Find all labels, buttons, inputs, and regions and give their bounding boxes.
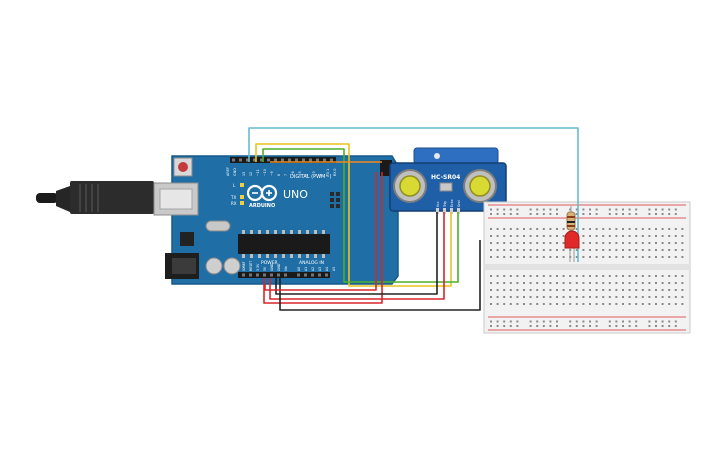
- power-pin-label: GND: [270, 263, 274, 271]
- digital-pin-label: ~11: [256, 169, 260, 176]
- wire-yellow: [255, 143, 452, 287]
- tx-label: TX: [230, 195, 236, 200]
- digital-pin-label: ~3: [312, 171, 316, 176]
- wire-black-gnd: [275, 212, 438, 295]
- analog-pin-label: A5: [332, 267, 336, 271]
- analog-pin-label: A0: [297, 267, 301, 271]
- digital-pin-label: ~5: [298, 171, 302, 176]
- digital-pin-label: 7: [284, 174, 288, 176]
- breadboard: [483, 201, 691, 334]
- red-led-icon: [564, 230, 580, 249]
- wire-red-sensor: [263, 172, 383, 304]
- wire-red-vcc: [269, 212, 445, 300]
- digital-pin-label: 8: [277, 174, 281, 176]
- digital-pin-label: 4: [305, 174, 309, 176]
- wire-red-loop: [264, 172, 377, 291]
- led-resistor: [564, 206, 580, 262]
- power-label: POWER: [261, 260, 278, 266]
- arduino-model: UNO: [283, 188, 308, 201]
- sensor-pin-label: Gnd: [457, 200, 461, 207]
- wire-black-breadboard: [279, 240, 481, 311]
- power-pin-label: Vin: [284, 266, 288, 271]
- analog-pin-label: A4: [325, 267, 329, 271]
- analog-pin-label: A3: [318, 267, 322, 271]
- wire-green: [262, 148, 459, 283]
- power-pin-label: RESET: [249, 261, 253, 271]
- digital-pin-label: 12: [249, 172, 253, 176]
- sensor-pin-label: Trig: [443, 201, 447, 208]
- analog-pin-label: A2: [311, 267, 315, 271]
- digital-pin-label: 13: [242, 172, 246, 176]
- arduino-logo-icon: [246, 184, 278, 202]
- digital-pin-label: TX 1: [326, 169, 330, 177]
- rx-label: RX: [231, 201, 237, 206]
- digital-pin-label: RX 0: [333, 169, 337, 176]
- wire-teal: [248, 127, 579, 262]
- arduino-brand: ARDUINO: [249, 203, 275, 209]
- gnd-label: GND: [233, 168, 237, 176]
- wires: [248, 127, 579, 311]
- analog-pin-label: A1: [304, 267, 308, 271]
- analog-label: ANALOG IN: [299, 260, 324, 266]
- power-pin-label: GND: [277, 263, 281, 271]
- l-label: L: [233, 183, 236, 188]
- sensor-model: HC-SR04: [431, 174, 460, 181]
- usb-cable: [36, 181, 164, 214]
- digital-label: DIGITAL (PWM~): [290, 174, 332, 180]
- power-pin-label: 3.3V: [256, 263, 260, 271]
- power-pin-label: IOREF: [242, 261, 246, 271]
- sensor-pin-label: Echo: [450, 199, 454, 207]
- digital-pin-label: 2: [319, 174, 323, 176]
- digital-pin-label: ~6: [291, 171, 295, 176]
- sensor-pin-label: Vcc: [436, 201, 440, 207]
- power-pin-label: 5V: [263, 266, 267, 271]
- aref-label: AREF: [226, 167, 230, 176]
- digital-pin-label: ~9: [270, 171, 274, 176]
- digital-pin-label: ~10: [263, 169, 267, 176]
